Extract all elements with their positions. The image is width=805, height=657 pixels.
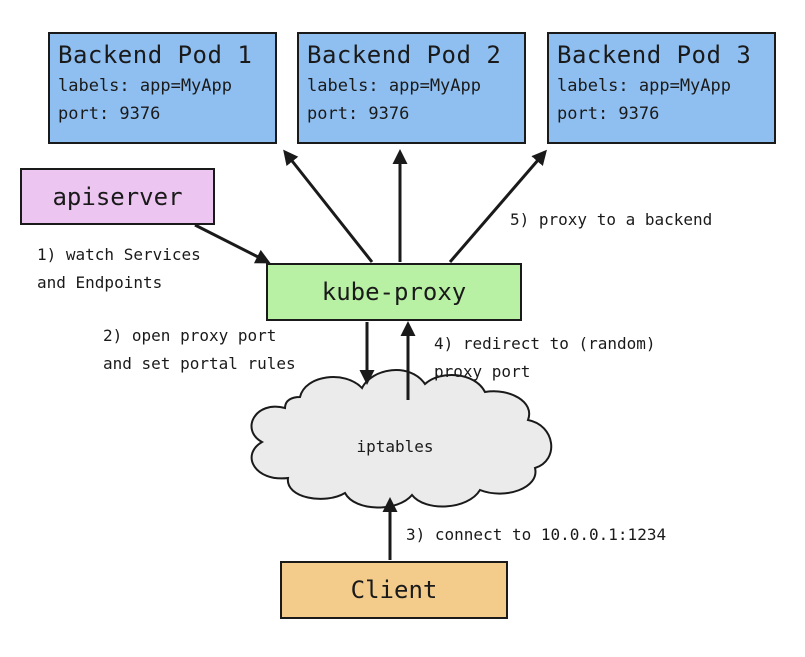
pod-port: port: 9376 bbox=[58, 104, 161, 124]
step-open-port-label: 2) open proxy port and set portal rules bbox=[103, 322, 296, 378]
step-connect-label: 3) connect to 10.0.0.1:1234 bbox=[406, 525, 667, 544]
apiserver-box: apiserver bbox=[20, 168, 215, 225]
pod-title: Backend Pod 2 bbox=[307, 41, 502, 69]
pod-labels: labels: app=MyApp bbox=[307, 76, 481, 96]
pod-title: Backend Pod 3 bbox=[557, 41, 752, 69]
client-box: Client bbox=[280, 561, 508, 619]
step-redirect-line-2: proxy port bbox=[434, 362, 531, 381]
arrow-watch bbox=[194, 223, 271, 264]
arrow-proxy-pod-1 bbox=[283, 149, 374, 263]
step-watch-line-2: and Endpoints bbox=[37, 273, 163, 292]
iptables-label: iptables bbox=[356, 437, 434, 456]
arrow-proxy-pod-3 bbox=[448, 149, 547, 263]
step-proxy-label: 5) proxy to a backend bbox=[510, 210, 713, 229]
kube-proxy-box: kube-proxy bbox=[266, 263, 522, 321]
step-watch-line-1: 1) watch Services bbox=[37, 245, 201, 264]
step-open-port-line-2: and set portal rules bbox=[103, 354, 296, 373]
step-open-port-line-1: 2) open proxy port bbox=[103, 326, 277, 345]
step-watch-label: 1) watch Services and Endpoints bbox=[37, 241, 201, 297]
pod-title: Backend Pod 1 bbox=[58, 41, 253, 69]
backend-pod-1: Backend Pod 1 labels: app=MyApp port: 93… bbox=[48, 32, 277, 144]
step-redirect-label: 4) redirect to (random) proxy port bbox=[434, 330, 656, 386]
pod-port: port: 9376 bbox=[557, 104, 660, 124]
pod-labels: labels: app=MyApp bbox=[58, 76, 232, 96]
backend-pod-2: Backend Pod 2 labels: app=MyApp port: 93… bbox=[297, 32, 526, 144]
backend-pod-3: Backend Pod 3 labels: app=MyApp port: 93… bbox=[547, 32, 776, 144]
pod-labels: labels: app=MyApp bbox=[557, 76, 731, 96]
pod-port: port: 9376 bbox=[307, 104, 410, 124]
iptables-cloud bbox=[250, 369, 553, 509]
step-redirect-line-1: 4) redirect to (random) bbox=[434, 334, 656, 353]
